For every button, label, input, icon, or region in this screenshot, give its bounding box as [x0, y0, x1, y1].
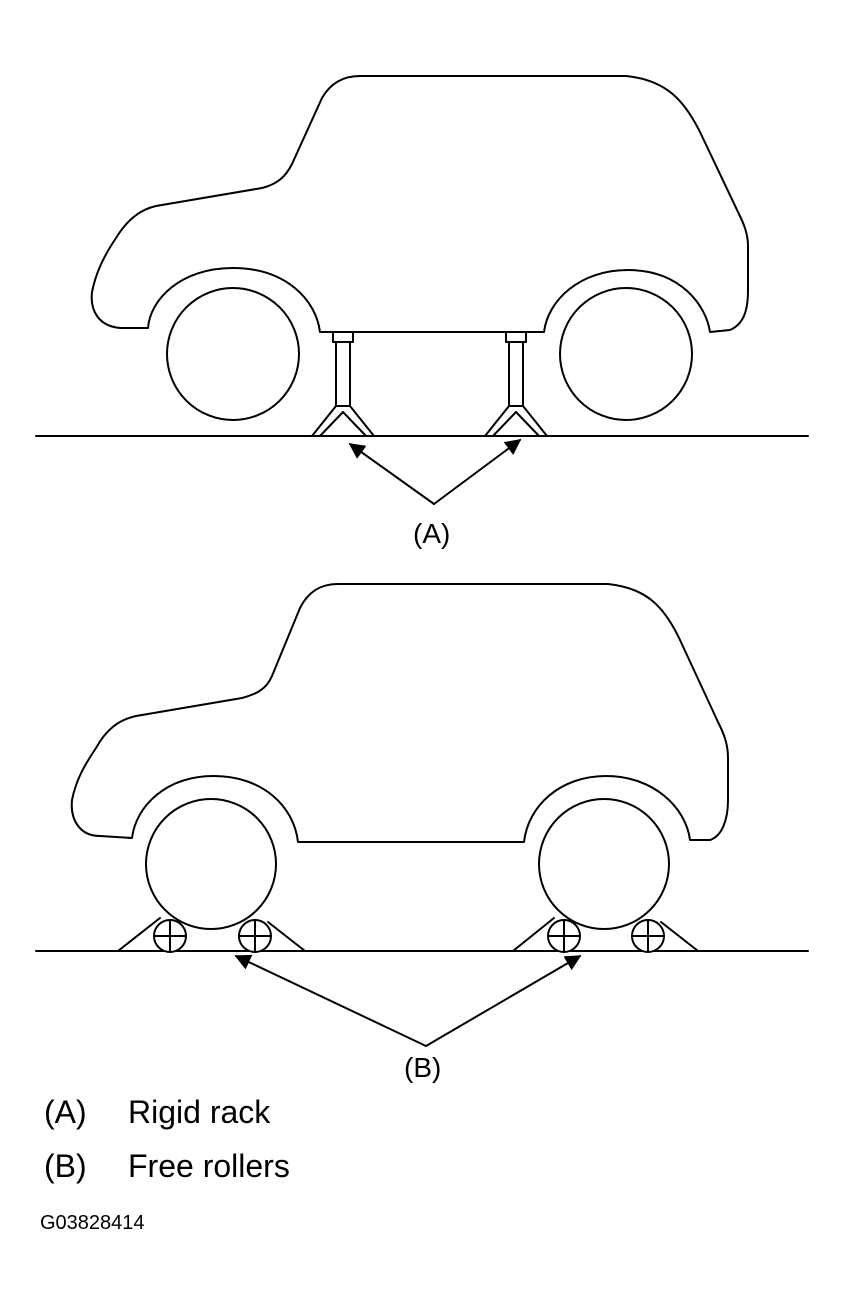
top-vehicle-figure — [35, 75, 809, 505]
bottom-front-wheel — [538, 798, 670, 930]
bottom-vehicle-figure — [35, 583, 809, 1047]
rigid-rack-left — [311, 331, 375, 437]
callout-b-label: (B) — [404, 1052, 442, 1083]
rigid-rack-right — [484, 331, 548, 437]
legend-key-b: (B) — [44, 1148, 87, 1184]
callout-b-arrow-left — [234, 954, 427, 1047]
free-roller-set-left — [117, 917, 306, 953]
legend-item-a: (A) Rigid rack — [44, 1096, 270, 1128]
bottom-rear-wheel — [145, 798, 277, 930]
top-rear-wheel — [166, 287, 300, 421]
legend-key-a: (A) — [44, 1094, 87, 1130]
callout-a-arrow-left — [348, 443, 435, 505]
top-front-wheel — [559, 287, 693, 421]
callout-b-arrow-right — [425, 955, 582, 1047]
legend-text-a: Rigid rack — [128, 1094, 271, 1130]
callout-a-label: (A) — [413, 518, 451, 549]
free-roller-set-right — [512, 917, 699, 953]
legend-text-b: Free rollers — [128, 1148, 290, 1184]
figure-id: G03828414 — [40, 1212, 145, 1234]
callout-a-arrow-right — [433, 439, 522, 505]
bottom-car-body — [70, 583, 729, 843]
legend-item-b: (B) Free rollers — [44, 1150, 290, 1182]
top-car-body — [90, 75, 749, 333]
